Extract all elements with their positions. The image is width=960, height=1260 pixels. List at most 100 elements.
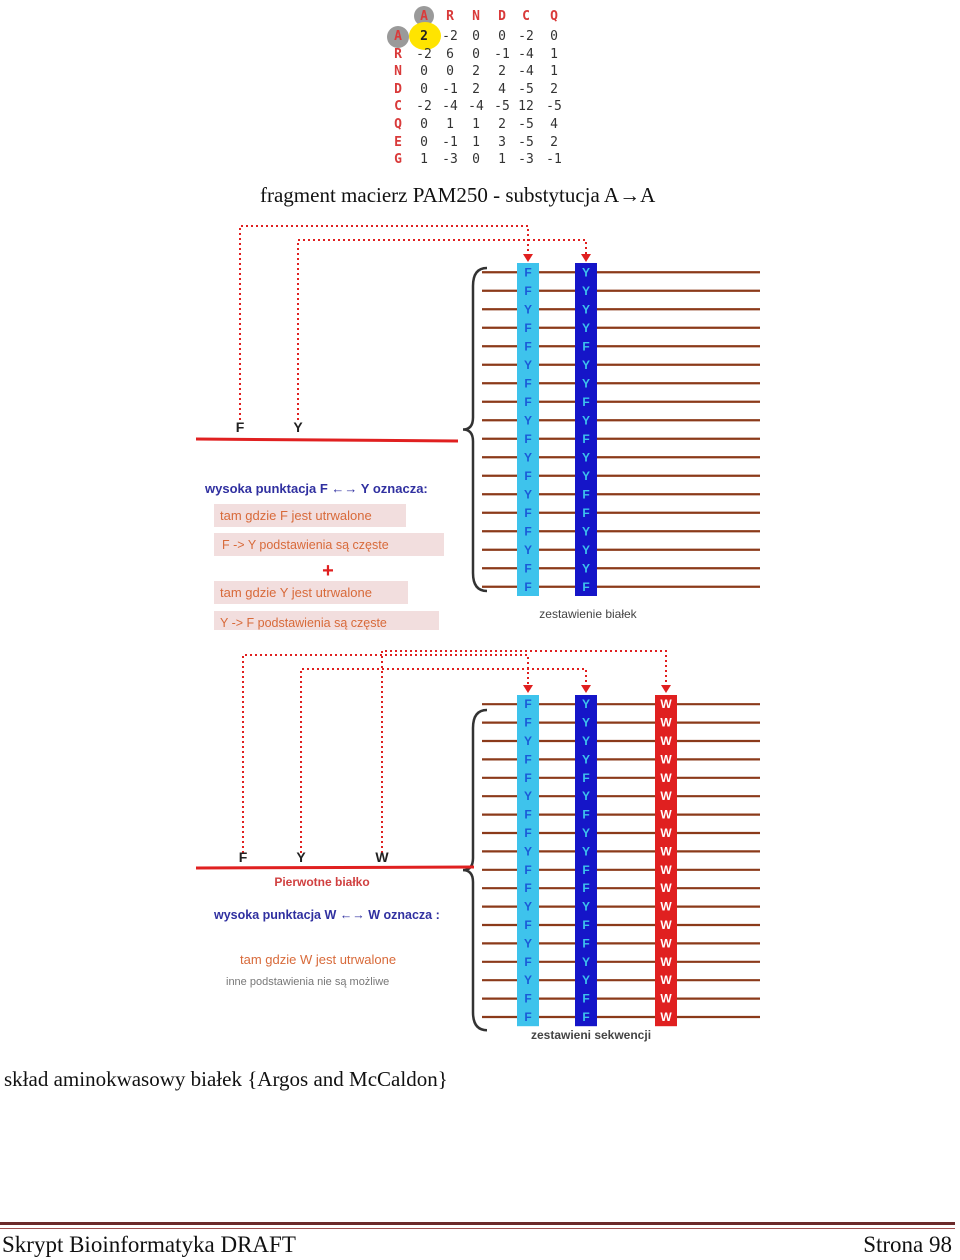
pam-cell: -5 — [494, 99, 510, 115]
alignment-column-2-letter: Y — [582, 973, 590, 987]
alignment-column-2-letter: F — [582, 918, 589, 932]
pam-cell: 6 — [446, 46, 454, 62]
w-fixed-text: tam gdzie W jest utrwalone — [240, 952, 396, 967]
alignment-column-2-letter: F — [582, 487, 589, 501]
alignment-column-1-letter: Y — [524, 900, 532, 914]
alignment-column-1-letter: F — [524, 580, 531, 594]
pam-cell: -3 — [442, 152, 458, 168]
alignment-column-1-letter: Y — [524, 487, 532, 501]
alignment-column-1-letter: F — [524, 992, 531, 1006]
brace — [462, 266, 488, 593]
pam-cell: -1 — [442, 81, 458, 97]
footer-rule-thin — [0, 1228, 955, 1229]
pam-cell: -2 — [416, 99, 432, 115]
pam-cell: 3 — [498, 134, 506, 150]
label-y: Y — [296, 849, 306, 865]
alignment-column-w-letter: W — [660, 881, 672, 895]
pam-row-label: C — [394, 99, 402, 115]
highlight-circle-a-header — [414, 6, 434, 26]
highlight-circle-score — [409, 22, 441, 50]
alignment-column-1-letter: F — [524, 918, 531, 932]
alignment-column-w-letter: W — [660, 955, 672, 969]
alignment-column-1-letter: F — [524, 955, 531, 969]
alignment-column-1-letter: F — [524, 561, 531, 575]
alignment-column-2-letter: F — [582, 506, 589, 520]
alignment-column-2-letter: Y — [582, 561, 590, 575]
pam-cell: -4 — [518, 64, 534, 80]
pam-cell: 2 — [472, 81, 480, 97]
connector-y — [297, 239, 587, 420]
alignment-column-w-letter: W — [660, 752, 672, 766]
alignment-column-w-letter: W — [660, 936, 672, 950]
pam-cell: 0 — [498, 29, 506, 44]
pam-row-label: G — [394, 152, 402, 168]
alignment-column-1-letter: F — [524, 265, 531, 279]
pam-col-header: A — [420, 9, 428, 24]
pam-col-header: C — [522, 9, 530, 24]
alignment-column-1-letter: Y — [524, 734, 532, 748]
box-y-fixed-text: tam gdzie Y jest utrwalone — [220, 585, 372, 600]
alignment-column-w-letter: W — [660, 716, 672, 730]
pam-cell: 0 — [472, 46, 480, 62]
pam-cell: -4 — [468, 99, 484, 115]
alignment-column-2-letter: Y — [582, 284, 590, 298]
original-protein-label: Pierwotne białko — [274, 875, 369, 889]
alignment-column-w-letter: W — [660, 992, 672, 1006]
footer-left: Skrypt Bioinformatyka DRAFT — [2, 1232, 296, 1257]
alignment-column-1-letter: F — [524, 284, 531, 298]
alignment-column-2-letter: Y — [582, 321, 590, 335]
alignment-column-2-letter: Y — [582, 302, 590, 316]
alignment-column-1-letter: F — [524, 321, 531, 335]
alignment-column-1-letter: F — [524, 808, 531, 822]
arrowhead-icon — [523, 254, 533, 262]
pam-cell: 2 — [550, 81, 558, 97]
pam-cell: 2 — [420, 29, 428, 44]
alignment-column-w-letter: W — [660, 789, 672, 803]
alignment-footer-label: zestawienie białek — [539, 607, 637, 621]
alignment-column-1-letter: F — [524, 376, 531, 390]
alignment-column-2-letter: Y — [582, 697, 590, 711]
connector-y — [300, 668, 587, 853]
pam-cell: -5 — [518, 134, 534, 150]
pam-cell: -5 — [546, 99, 562, 115]
alignment-column-1-letter: Y — [524, 973, 532, 987]
alignment-column-2-letter: F — [582, 432, 589, 446]
pam-cell: -2 — [518, 29, 534, 44]
alignment-column-w-letter: W — [660, 918, 672, 932]
pam-cell: 1 — [472, 117, 480, 132]
pam-cell: -2 — [416, 46, 432, 62]
pam-cell: 2 — [472, 64, 480, 80]
protein-line — [195, 865, 475, 870]
arrowhead-icon — [581, 685, 591, 693]
pam-cell: 1 — [550, 64, 558, 80]
alignment-column-2-letter: Y — [582, 469, 590, 483]
alignment-column-w-letter: W — [660, 697, 672, 711]
pam-cell: -1 — [546, 152, 562, 168]
box-f-to-y-text: F -> Y podstawienia są częste — [222, 538, 389, 552]
alignment-column-1-background — [517, 695, 539, 1027]
alignment-column-w-letter: W — [660, 844, 672, 858]
alignment-column-1-letter: F — [524, 339, 531, 353]
alignment-column-2-letter: Y — [582, 524, 590, 538]
pam-cell: -5 — [518, 81, 534, 97]
label-w: W — [375, 849, 389, 865]
pam-cell: 1 — [420, 152, 428, 168]
alignment-column-2-letter: F — [582, 1010, 589, 1024]
alignment-column-w-letter: W — [660, 1010, 672, 1024]
alignment-column-2-letter: Y — [582, 789, 590, 803]
alignment-column-2-letter: Y — [582, 543, 590, 557]
alignment-column-w-letter: W — [660, 808, 672, 822]
alignment-column-2-letter: Y — [582, 413, 590, 427]
pam-row-label: R — [394, 46, 402, 62]
pam-cell: -3 — [518, 152, 534, 168]
alignment-column-1-letter: Y — [524, 936, 532, 950]
arrowhead-icon — [523, 685, 533, 693]
alignment-column-2-letter: Y — [582, 900, 590, 914]
label-f: F — [239, 849, 248, 865]
alignment-column-2-letter: Y — [582, 376, 590, 390]
pam-col-header: Q — [550, 9, 558, 24]
alignment-column-1-letter: Y — [524, 358, 532, 372]
alignment-column-1-letter: F — [524, 881, 531, 895]
alignment-column-w-letter: W — [660, 973, 672, 987]
